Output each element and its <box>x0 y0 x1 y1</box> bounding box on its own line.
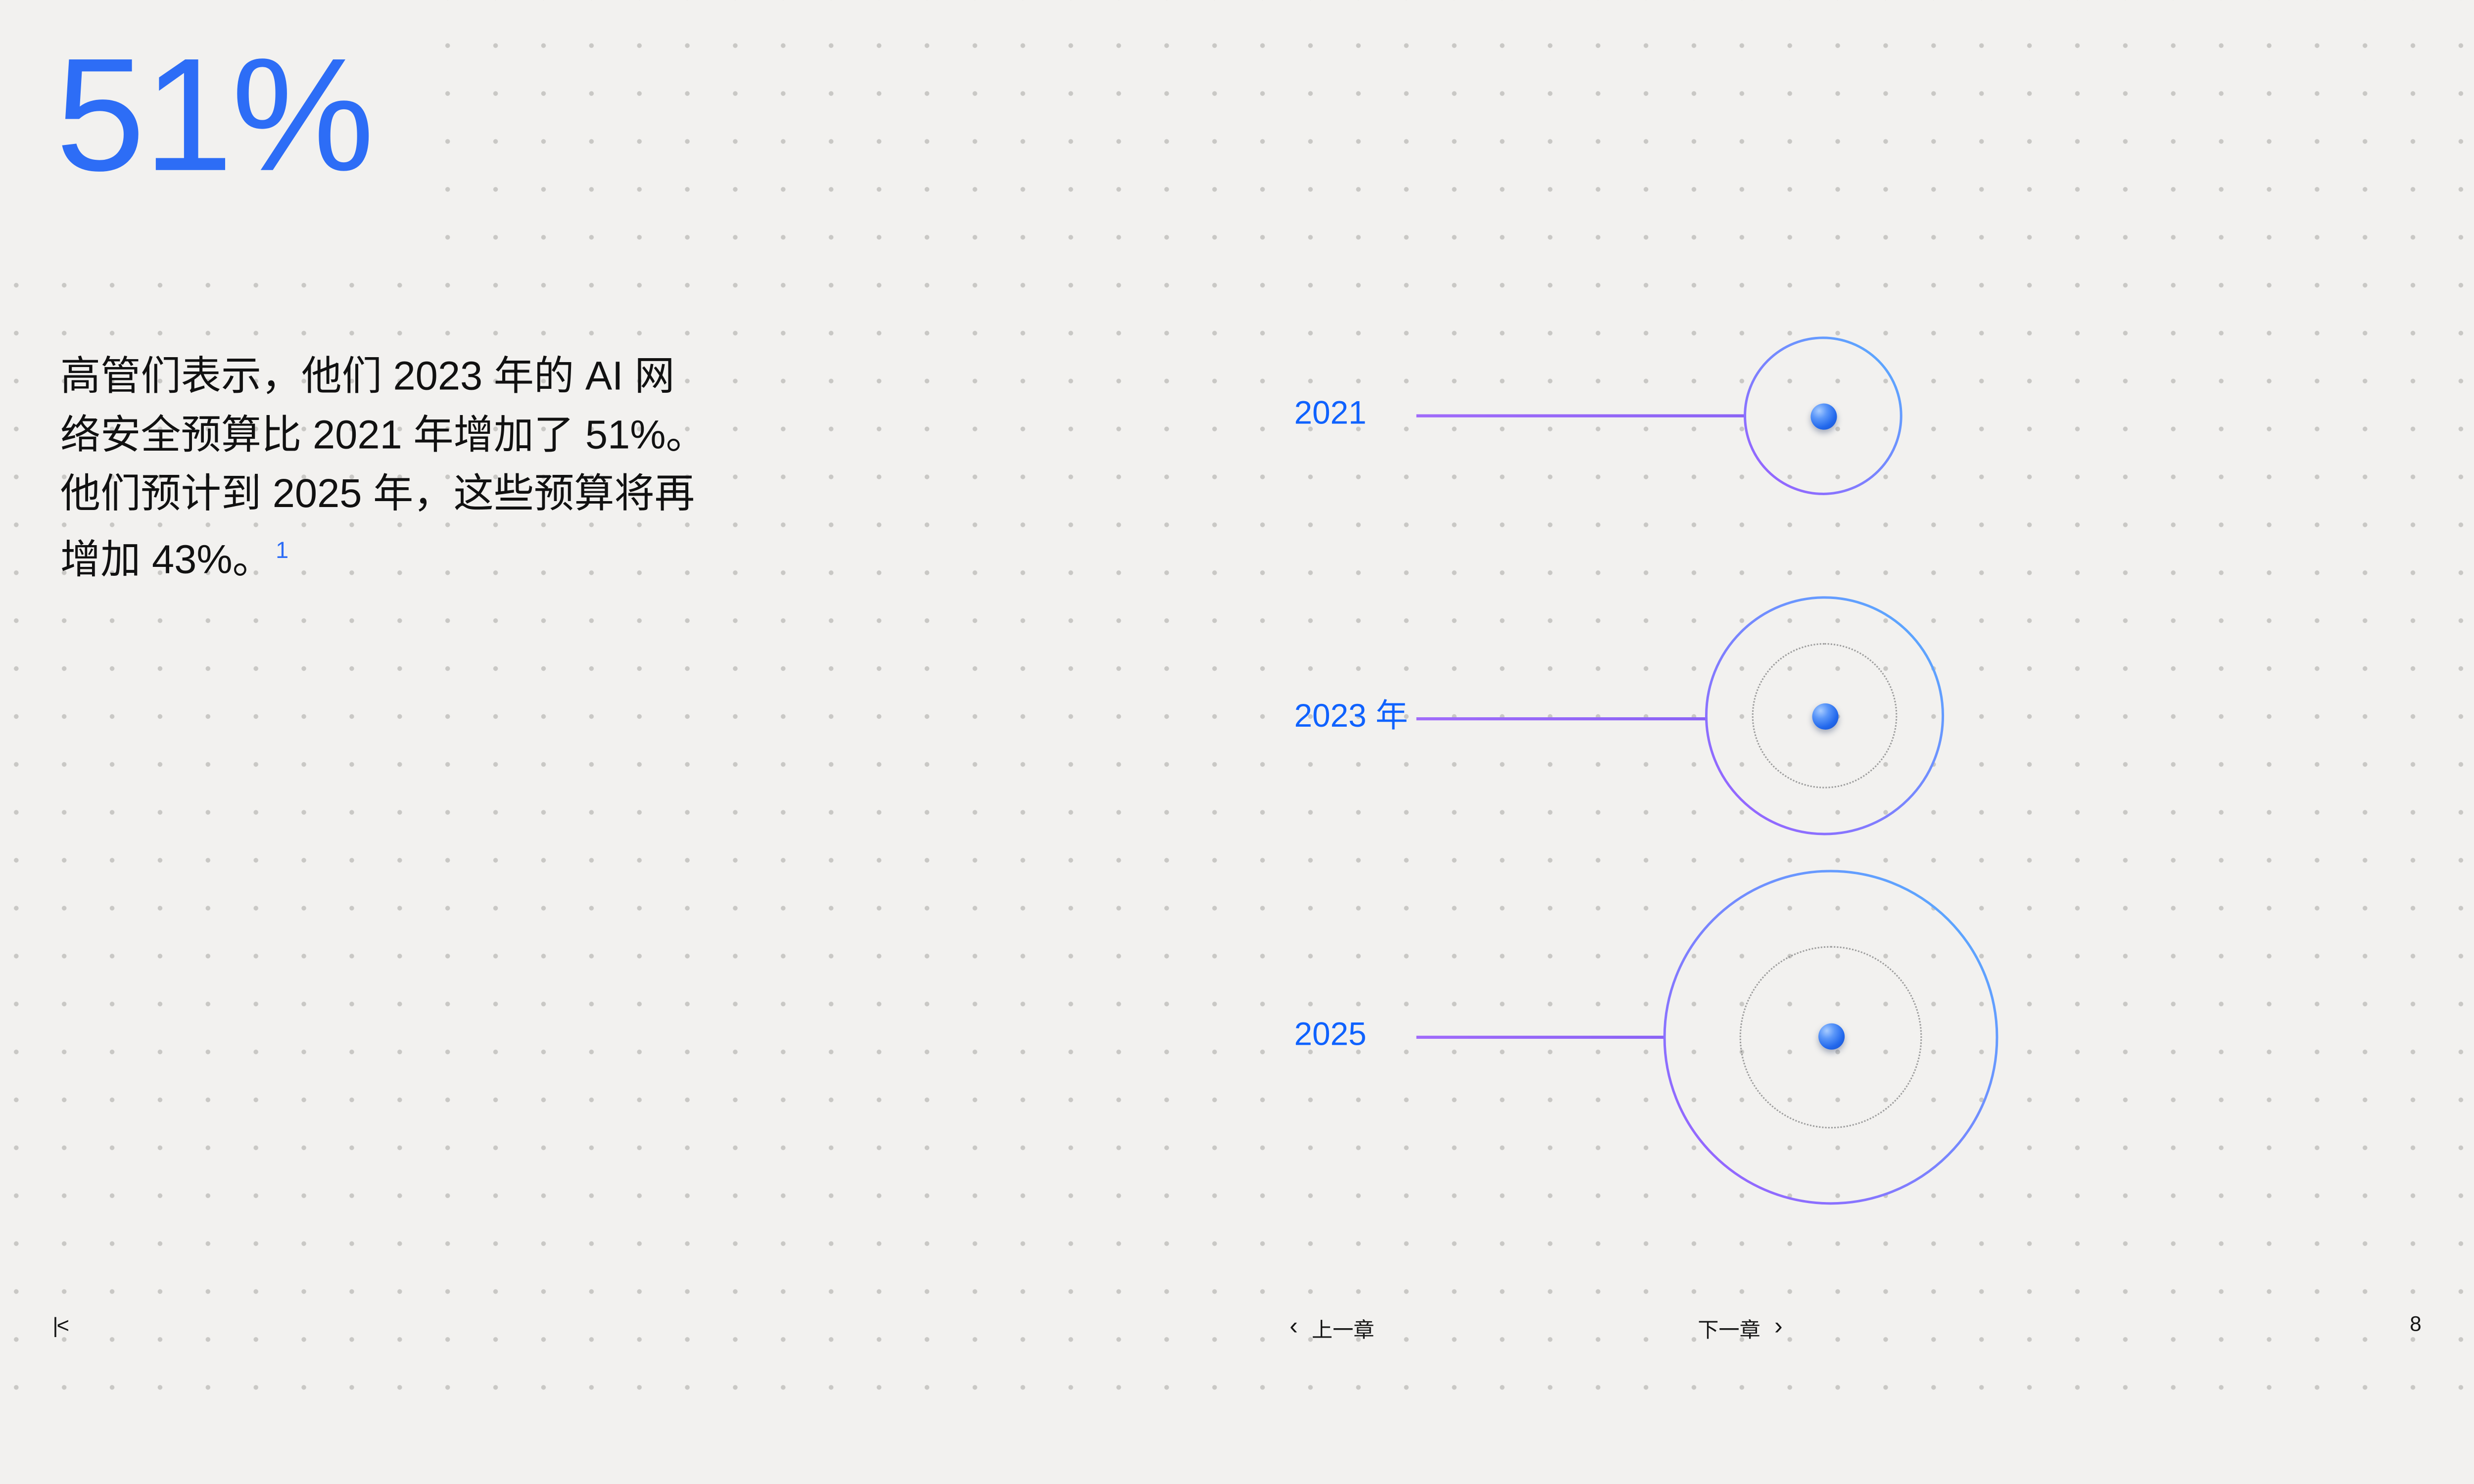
inner-dotted-ring-2025 <box>1739 946 1922 1129</box>
connector-line-2021 <box>1416 414 1744 417</box>
year-label-2023: 2023 年 <box>1294 698 1408 735</box>
inner-dotted-ring-2023 <box>1752 643 1898 788</box>
intro-line-4: 增加 43%。1 <box>60 522 706 588</box>
chevron-left-icon: ‹ <box>1289 1314 1298 1341</box>
bubble-ring-2023 <box>1705 596 1945 835</box>
page-number: 8 <box>2410 1312 2422 1336</box>
footnote-link[interactable]: 1 <box>276 538 289 564</box>
previous-chapter-button[interactable]: ‹ 上一章 <box>1289 1312 1374 1344</box>
next-chapter-label: 下一章 <box>1698 1318 1760 1342</box>
intro-line-1: 高管们表示，他们 2023 年的 AI 网 <box>60 352 675 399</box>
title-background-mask <box>0 0 418 247</box>
connector-line-2025 <box>1416 1035 1665 1038</box>
go-to-first-icon: |< <box>52 1312 69 1338</box>
year-label-2025: 2025 <box>1294 1017 1367 1053</box>
previous-chapter-label: 上一章 <box>1312 1318 1375 1342</box>
page-title: 51% <box>55 26 375 206</box>
data-point-sphere-2023 <box>1812 703 1839 730</box>
go-to-first-button[interactable]: |< <box>52 1312 69 1338</box>
report-slide: 51% 高管们表示，他们 2023 年的 AI 网 络安全预算比 2021 年增… <box>0 0 2474 1391</box>
intro-paragraph: 高管们表示，他们 2023 年的 AI 网 络安全预算比 2021 年增加了 5… <box>60 346 706 589</box>
intro-line-4-text: 增加 43%。 <box>60 536 273 583</box>
bubble-ring-2021 <box>1744 336 1903 495</box>
data-point-sphere-2021 <box>1810 403 1837 430</box>
intro-line-3: 他们预计到 2025 年，这些预算将再 <box>60 470 695 516</box>
chevron-right-icon: › <box>1774 1314 1783 1341</box>
next-chapter-button[interactable]: 下一章 › <box>1698 1312 1782 1344</box>
intro-line-2: 络安全预算比 2021 年增加了 51%。 <box>60 411 706 458</box>
bubble-ring-2025 <box>1663 870 1998 1205</box>
data-point-sphere-2025 <box>1818 1023 1845 1050</box>
year-label-2021: 2021 <box>1294 396 1367 431</box>
connector-line-2023 <box>1416 717 1706 720</box>
